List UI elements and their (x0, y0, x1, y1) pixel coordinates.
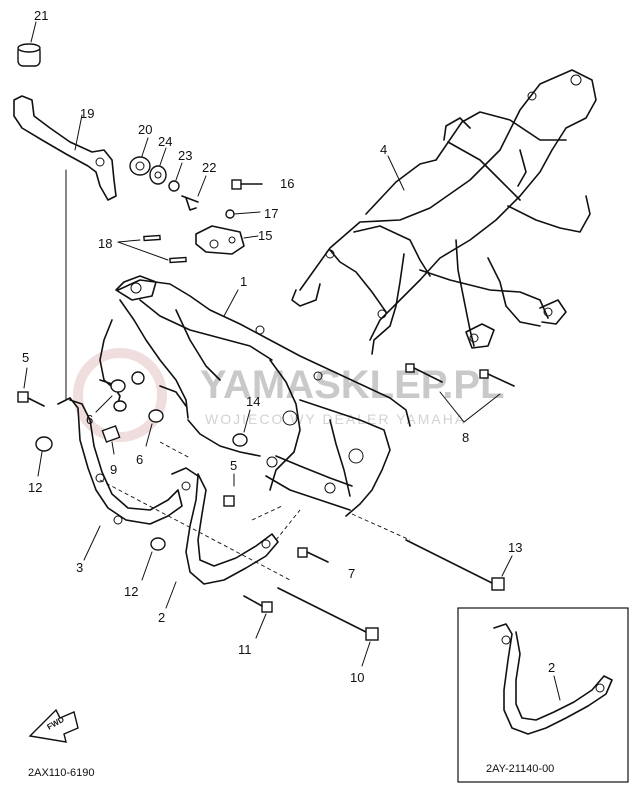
watermark-main: YAMASKLEP.PL (200, 363, 505, 407)
watermark-sub: WOJIECO WY DEALER YAMAHA (205, 411, 466, 427)
callout-3: 3 (76, 560, 83, 575)
part-1-main-frame (99, 275, 411, 517)
callout-12-upper: 12 (28, 480, 42, 495)
part-6-nuts (95, 371, 164, 447)
fwd-arrow-icon: FWD (28, 708, 79, 743)
part-8-bolts (405, 363, 515, 423)
part-4-rear-frame (291, 69, 597, 355)
callout-4: 4 (380, 142, 387, 157)
part-9-collar (101, 425, 121, 455)
callout-5-lower: 5 (230, 458, 237, 473)
callout-7: 7 (348, 566, 355, 581)
part-20-24-23-22-fasteners (129, 137, 207, 211)
callout-1: 1 (240, 274, 247, 289)
callout-5-upper: 5 (22, 350, 29, 365)
callout-24: 24 (158, 134, 172, 149)
callout-16: 16 (280, 176, 294, 191)
part-10-through-bolt (277, 587, 379, 667)
callout-2: 2 (158, 610, 165, 625)
part-5-bolt-upper (17, 367, 45, 407)
inset-code: 2AY-21140-00 (486, 763, 554, 775)
callout-13: 13 (508, 540, 522, 555)
part-7-bolt (297, 547, 329, 563)
callout-12-lower: 12 (124, 584, 138, 599)
part-5-bolt-lower (223, 473, 235, 507)
callout-23: 23 (178, 148, 192, 163)
part-3-engine-mount (57, 397, 183, 561)
inset-box: 2AY-21140-00 (457, 607, 629, 783)
part-18-pins (117, 234, 187, 264)
part-19-bracket (13, 95, 117, 201)
part-13-through-bolt (405, 539, 513, 591)
part-2-engine-mount (165, 467, 279, 609)
callout-6-right: 6 (136, 452, 143, 467)
part-21-bushing (17, 21, 41, 67)
part-15-bracket (195, 225, 259, 255)
callout-14: 14 (246, 394, 260, 409)
part-16-bolt (231, 179, 263, 190)
callout-8: 8 (462, 430, 469, 445)
callout-20: 20 (138, 122, 152, 137)
guide-dashes (159, 441, 411, 541)
part-12-nut-upper (35, 436, 53, 477)
callout-19: 19 (80, 106, 94, 121)
callout-11: 11 (238, 642, 252, 657)
callout-9: 9 (110, 462, 117, 477)
callout-labels: 21 19 20 24 23 22 16 17 15 18 4 1 5 6 9 … (22, 8, 555, 685)
callout-6-left: 6 (86, 412, 93, 427)
callout-18: 18 (98, 236, 112, 251)
watermark: YAMASKLEP.PL WOJIECO WY DEALER YAMAHA (73, 348, 505, 442)
part-12-nut-lower (141, 537, 166, 581)
callout-15: 15 (258, 228, 272, 243)
part-14-nut (232, 409, 251, 447)
callout-22: 22 (202, 160, 216, 175)
part-11-bolt (243, 595, 273, 639)
callout-17: 17 (264, 206, 278, 221)
guide-dash-3 (99, 479, 291, 581)
callout-21: 21 (34, 8, 48, 23)
callout-2-inset: 2 (548, 660, 555, 675)
part-17-clip (225, 209, 261, 219)
callout-10: 10 (350, 670, 364, 685)
diagram-code: 2AX110-6190 (28, 767, 94, 779)
